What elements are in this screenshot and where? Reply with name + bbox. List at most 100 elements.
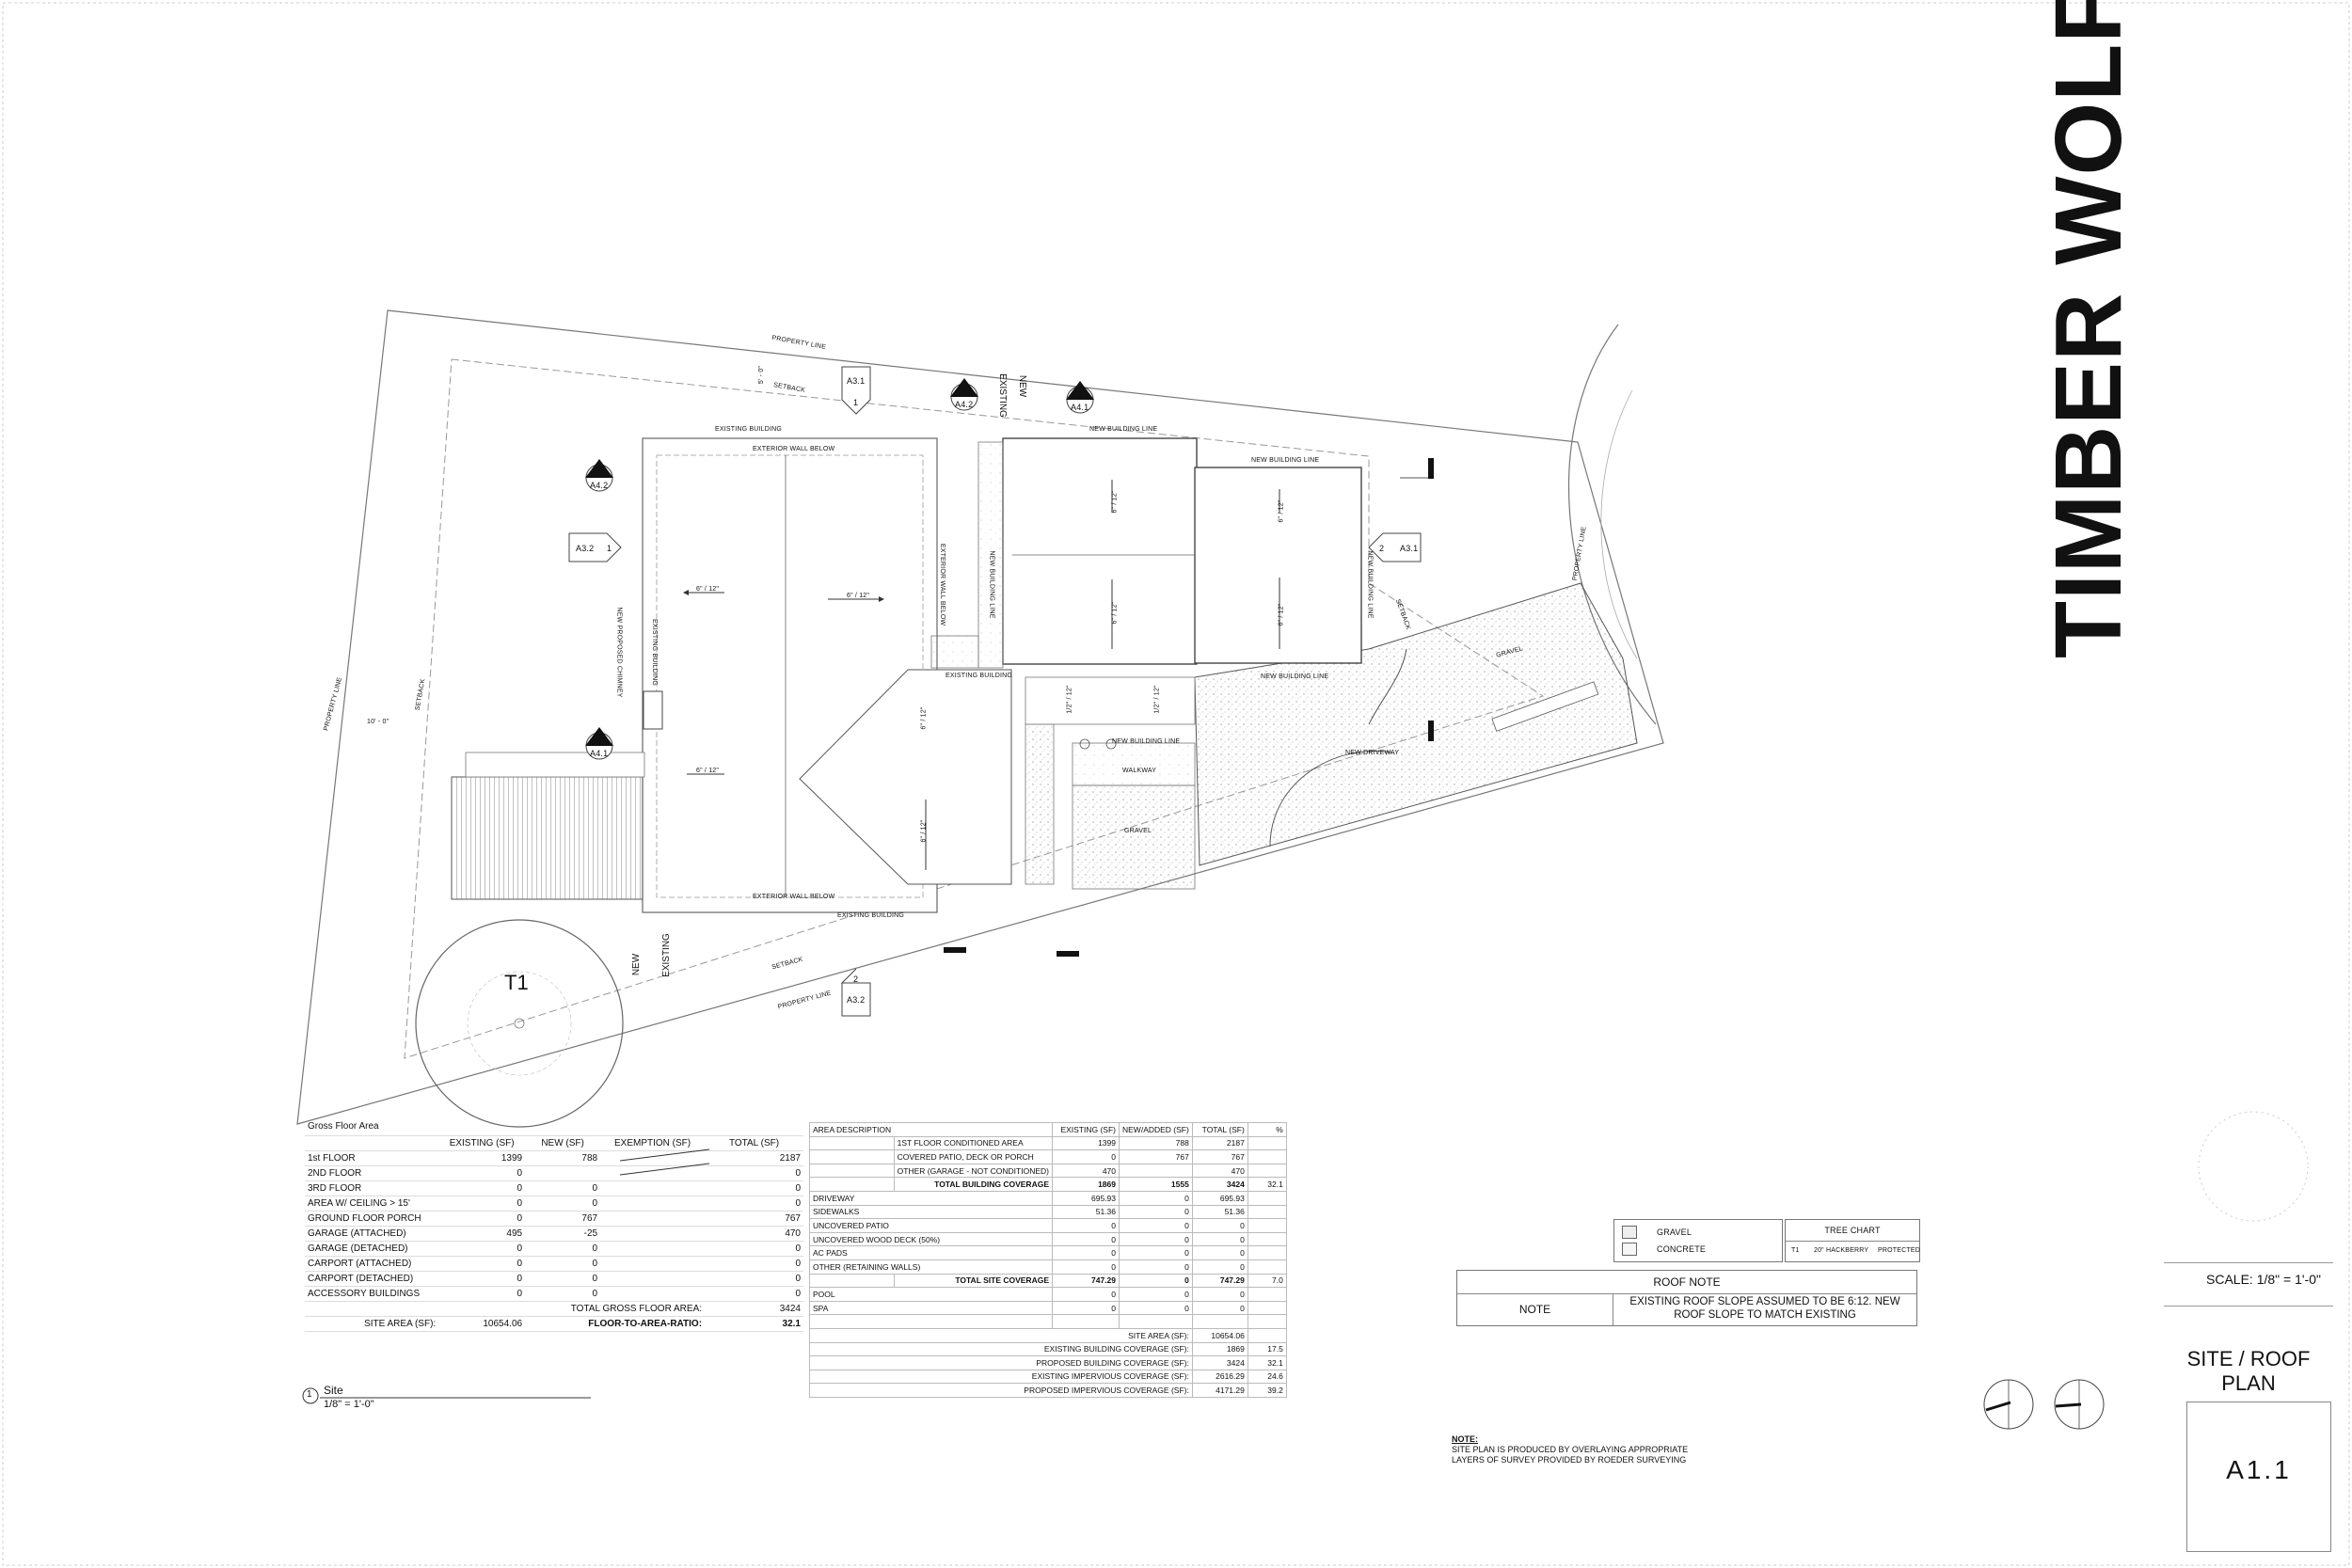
ad-cell: 747.29 xyxy=(1191,1273,1248,1289)
ad-cell: DRIVEWAY xyxy=(809,1190,1053,1206)
ad-cell: 1ST FLOOR CONDITIONED AREA xyxy=(893,1135,1054,1151)
ad-cell: 0 xyxy=(1191,1231,1248,1247)
gfa-cell: 0 xyxy=(438,1271,526,1287)
marker-a3-2-left-sheet: A3.2 xyxy=(576,544,595,553)
gfa-cell: 788 xyxy=(525,1150,601,1166)
new-building-line-top-label: NEW BUILDING LINE xyxy=(1089,426,1158,433)
gfa-cell: 767 xyxy=(525,1211,601,1227)
ad-cell: PROPOSED IMPERVIOUS COVERAGE (SF): xyxy=(809,1383,1193,1398)
table-row: SITE AREA (SF):10654.06 xyxy=(809,1327,1287,1343)
ad-cell: 0 xyxy=(1052,1245,1120,1260)
gfa-cell xyxy=(600,1196,706,1212)
ad-cell xyxy=(809,1163,895,1179)
ad-cell: 0 xyxy=(1052,1300,1120,1316)
title-divider xyxy=(2164,1262,2333,1263)
ad-cell: 470 xyxy=(1052,1163,1120,1179)
gfa-cell: 1st FLOOR xyxy=(305,1150,439,1166)
gfa-far-label: FLOOR-TO-AREA-RATIO: xyxy=(525,1316,706,1332)
ad-cell: 2616.29 xyxy=(1191,1369,1248,1385)
exemption-strike-lines xyxy=(619,1148,710,1176)
slope-label-2: 6" / 12" xyxy=(847,593,870,599)
true-north-arrow-icon xyxy=(2054,1379,2105,1430)
gfa-cell: 0 xyxy=(525,1286,601,1302)
gfa-cell: ACCESSORY BUILDINGS xyxy=(305,1286,439,1302)
seal-placeholder xyxy=(2198,1111,2309,1222)
ad-cell: 0 xyxy=(1052,1149,1120,1164)
gfa-title: Gross Floor Area xyxy=(305,1121,803,1136)
ad-cell: 0 xyxy=(1119,1231,1193,1247)
gfa-total-row: TOTAL GROSS FLOOR AREA:3424 xyxy=(305,1301,803,1317)
gfa-cell: 495 xyxy=(438,1226,526,1242)
gfa-cell: 0 xyxy=(705,1286,803,1302)
view-scale: 1/8" = 1'-0" xyxy=(324,1399,374,1410)
ad-cell: 51.36 xyxy=(1052,1204,1120,1220)
ad-cell: 1399 xyxy=(1052,1135,1120,1151)
gfa-grid: EXISTING (SF) NEW (SF) EXEMPTION (SF) TO… xyxy=(305,1136,803,1332)
roof-note-label: NOTE xyxy=(1457,1293,1613,1325)
project-title: TIMBER WOLF CIRCLE xyxy=(2036,0,2141,658)
gfa-cell: GARAGE (DETACHED) xyxy=(305,1241,439,1257)
marker-a3-2-bottom-sheet: A3.2 xyxy=(847,995,866,1005)
gfa-cell: 0 xyxy=(705,1165,803,1181)
ad-cell: 788 xyxy=(1119,1135,1193,1151)
gfa-cell xyxy=(600,1226,706,1242)
ad-cell: 0 xyxy=(1119,1190,1193,1206)
ad-header-cell: AREA DESCRIPTION xyxy=(809,1122,895,1137)
marker-a4-1-left-sheet: A4.1 xyxy=(590,749,609,758)
ad-cell: 695.93 xyxy=(1052,1190,1120,1206)
ad-cell: OTHER (RETAINING WALLS) xyxy=(809,1259,1053,1275)
marker-a4-1-top-sheet: A4.1 xyxy=(1071,403,1089,412)
ad-cell xyxy=(1247,1231,1287,1247)
ad-cell: 39.2 xyxy=(1247,1383,1287,1398)
ad-header-cell: % xyxy=(1247,1122,1287,1137)
gravel-swatch xyxy=(1622,1226,1637,1239)
north-arrow-icon xyxy=(1983,1379,2034,1430)
ad-cell: 24.6 xyxy=(1247,1369,1287,1385)
view-title: 1 Site 1/8" = 1'-0" xyxy=(301,1383,593,1413)
ad-cell: UNCOVERED WOOD DECK (50%) xyxy=(809,1231,1053,1247)
gfa-header-cell: NEW (SF) xyxy=(525,1136,601,1151)
gfa-header-row: EXISTING (SF) NEW (SF) EXEMPTION (SF) TO… xyxy=(305,1136,803,1151)
ad-cell: POOL xyxy=(809,1287,1053,1302)
area-description-grid: AREA DESCRIPTION EXISTING (SF) NEW/ADDED… xyxy=(809,1122,1287,1398)
view-title-graphic xyxy=(302,1387,591,1404)
ad-header-cell xyxy=(894,1122,1054,1137)
general-note-line1: SITE PLAN IS PRODUCED BY OVERLAYING APPR… xyxy=(1452,1445,1689,1454)
tree-tag: T1 xyxy=(504,971,529,994)
ad-cell: 767 xyxy=(1191,1149,1248,1164)
ad-cell xyxy=(809,1273,895,1289)
ad-cell: 0 xyxy=(1119,1287,1193,1302)
setback-dim-side: 10' - 0" xyxy=(367,719,389,725)
gfa-far-value: 32.1 xyxy=(705,1316,803,1332)
gfa-cell: 0 xyxy=(705,1180,803,1196)
marker-a3-2-bottom-num: 2 xyxy=(853,974,859,984)
marker-a4-1-left-num: 1 xyxy=(596,736,602,746)
table-row: EXISTING IMPERVIOUS COVERAGE (SF):2616.2… xyxy=(809,1369,1287,1385)
ad-cell: SIDEWALKS xyxy=(809,1204,1053,1220)
ad-cell: 0 xyxy=(1119,1218,1193,1233)
gfa-cell: -25 xyxy=(525,1226,601,1242)
ad-cell: EXISTING BUILDING COVERAGE (SF): xyxy=(809,1341,1193,1357)
tree-chart-tag: T1 xyxy=(1791,1247,1800,1254)
ad-cell: 2187 xyxy=(1191,1135,1248,1151)
ad-cell xyxy=(1247,1204,1287,1220)
ad-cell: COVERED PATIO, DECK OR PORCH xyxy=(893,1149,1054,1164)
ad-cell xyxy=(809,1135,895,1151)
gfa-site-area-label: SITE AREA (SF): xyxy=(305,1316,439,1332)
gfa-site-area-value: 10654.06 xyxy=(438,1316,526,1332)
marker-a3-2-left-num: 1 xyxy=(607,544,612,553)
ad-cell xyxy=(1191,1314,1248,1329)
title-divider xyxy=(2164,1306,2333,1307)
roof-note-text: EXISTING ROOF SLOPE ASSUMED TO BE 6:12. … xyxy=(1629,1296,1900,1321)
general-note: NOTE: SITE PLAN IS PRODUCED BY OVERLAYIN… xyxy=(1452,1434,1688,1465)
ad-cell: OTHER (GARAGE - NOT CONDITIONED) xyxy=(893,1163,1054,1179)
gfa-cell: 0 xyxy=(438,1256,526,1272)
ad-cell xyxy=(1119,1314,1193,1329)
